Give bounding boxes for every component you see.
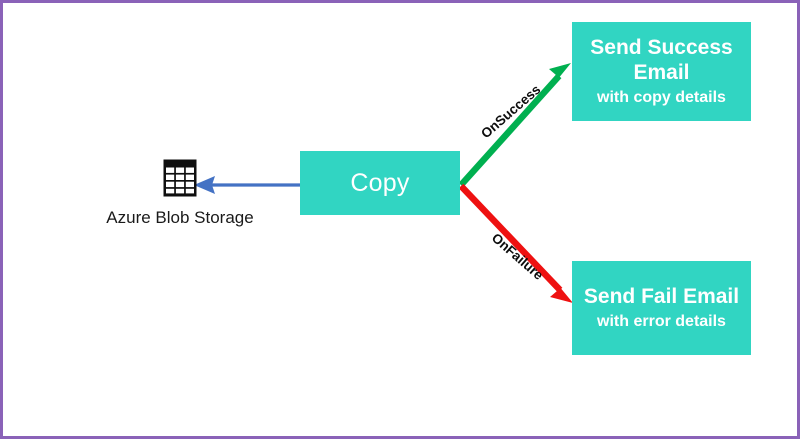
node-fail-subtitle: with error details [597, 312, 726, 330]
table-grid-icon [163, 159, 197, 197]
node-copy-activity[interactable]: Copy [300, 151, 460, 215]
node-success-subtitle: with copy details [597, 88, 726, 106]
node-copy-title: Copy [350, 169, 410, 197]
edge-label-onfailure: OnFailure [488, 230, 547, 283]
node-send-success-email[interactable]: Send Success Email with copy details [572, 22, 751, 121]
connector-copy-to-success [458, 63, 571, 188]
node-fail-title: Send Fail Email [583, 285, 740, 309]
node-azure-blob-storage[interactable]: Azure Blob Storage [91, 159, 269, 228]
edge-label-onsuccess: OnSuccess [478, 81, 544, 142]
arrowhead-green-icon [549, 63, 571, 85]
connector-copy-to-failure [458, 183, 573, 303]
node-success-title: Send Success Email [590, 36, 733, 85]
arrowhead-red-icon [550, 280, 573, 303]
node-label-azure-blob-storage: Azure Blob Storage [106, 208, 254, 227]
node-send-fail-email[interactable]: Send Fail Email with error details [572, 261, 751, 355]
